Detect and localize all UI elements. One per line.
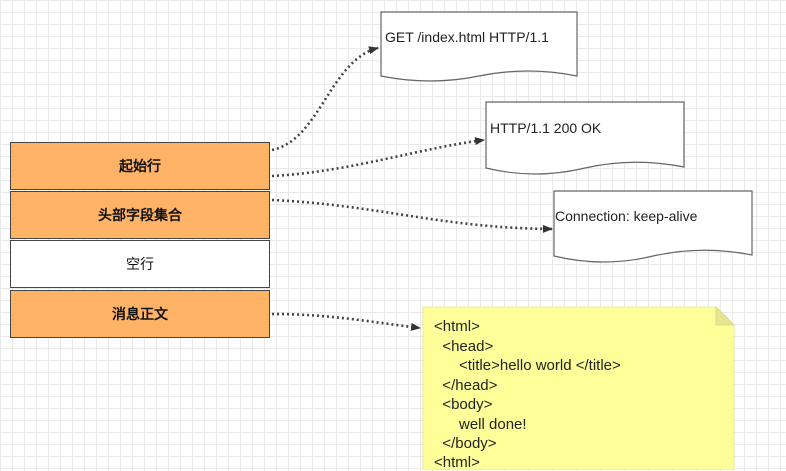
note-line: </body> (434, 435, 497, 452)
note-line: <head> (434, 338, 494, 355)
note-shape (422, 306, 735, 470)
note-line: <title>hello world </title> (434, 357, 621, 374)
message-body-box: 消息正文 (10, 290, 270, 338)
status-line-text: HTTP/1.1 200 OK (490, 120, 602, 136)
start-line-box: 起始行 (10, 142, 270, 190)
empty-line-label: 空行 (126, 257, 154, 273)
note-line: <body> (434, 396, 493, 413)
connector-body-to-note (271, 312, 421, 331)
doc-shape-request (380, 11, 578, 82)
start-line-label: 起始行 (119, 159, 161, 175)
connector-start-line-to-status (271, 137, 485, 178)
message-body-label: 消息正文 (112, 307, 168, 323)
note-line: </head> (434, 377, 498, 394)
header-fields-label: 头部字段集合 (98, 208, 182, 224)
note-line: well done! (434, 416, 527, 433)
header-field-text: Connection: keep-alive (555, 208, 698, 224)
doc-shape-status (485, 101, 685, 175)
note-fold (715, 305, 736, 326)
note-line: <html> (434, 318, 480, 335)
connector-headers-to-field (271, 198, 553, 233)
doc-shape-header (553, 190, 753, 263)
empty-line-box: 空行 (10, 240, 270, 288)
note-line: <html> (434, 454, 480, 471)
connector-start-line-to-request (271, 46, 379, 152)
header-fields-box: 头部字段集合 (10, 191, 270, 239)
request-line-text: GET /index.html HTTP/1.1 (385, 29, 549, 45)
